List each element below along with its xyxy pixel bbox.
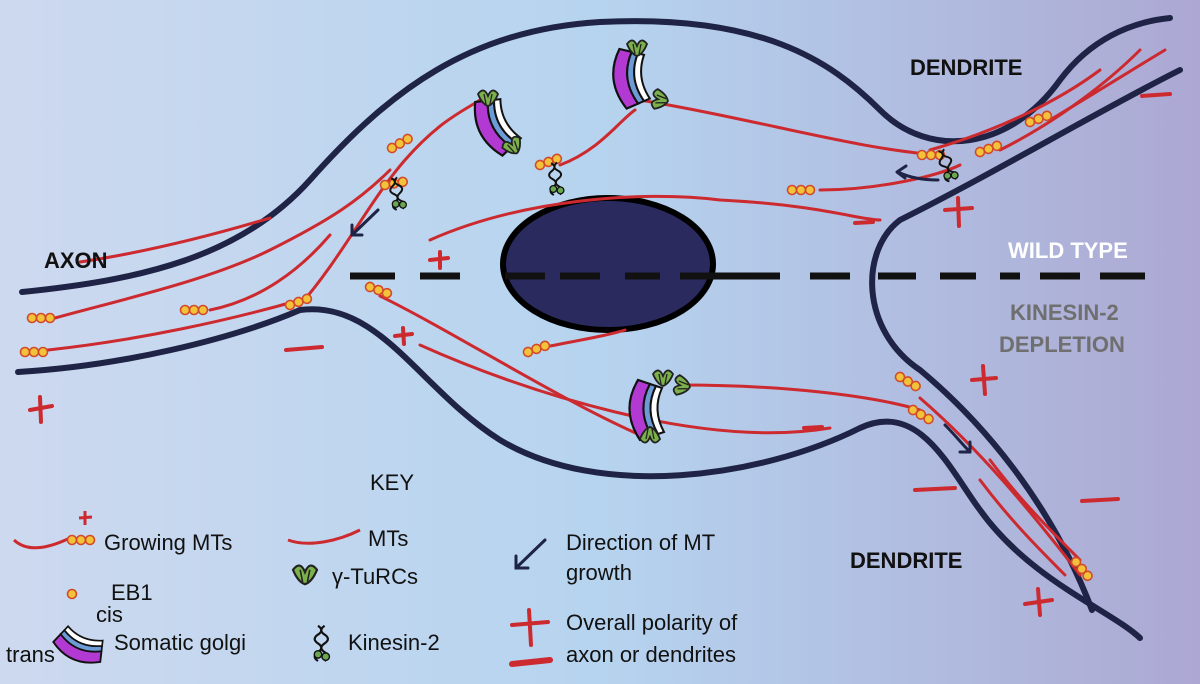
key-somatic-golgi: Somatic golgi xyxy=(114,630,246,655)
growing-mt-eb1-icon xyxy=(66,534,96,546)
key-polarity-2: axon or dendrites xyxy=(566,642,736,667)
minus-polarity-icon xyxy=(509,657,553,667)
dendrite-top-label: DENDRITE xyxy=(910,55,1022,80)
key-mts: MTs xyxy=(368,526,408,551)
eb1-icon xyxy=(66,588,78,600)
wild-type-label: WILD TYPE xyxy=(1008,238,1128,263)
key-polarity-1: Overall polarity of xyxy=(566,610,738,635)
axon-label: AXON xyxy=(44,248,108,273)
kinesin-depletion-label-2: DEPLETION xyxy=(999,332,1125,357)
direction-arrows xyxy=(350,164,972,454)
plus-polarity-icon xyxy=(510,608,550,647)
key-growing-mts: Growing MTs xyxy=(104,530,232,555)
key-cis: cis xyxy=(96,602,123,627)
key-trans: trans xyxy=(6,642,55,667)
mt-icon xyxy=(287,528,361,545)
direction-arrow-icon xyxy=(514,538,547,570)
key-direction-2: growth xyxy=(566,560,632,585)
growing-mt-plus-icon xyxy=(78,511,93,525)
growing-mt-icon xyxy=(12,536,71,550)
key-eb1: EB1 xyxy=(111,580,153,605)
key-gamma-turcs: γ-TuRCs xyxy=(332,564,418,589)
dendrite-bottom-label: DENDRITE xyxy=(850,548,962,573)
polarity-marks xyxy=(28,92,1172,617)
key-kinesin2: Kinesin-2 xyxy=(348,630,440,655)
key: KEY Growing MTs MTs Direction of MT grow… xyxy=(6,470,738,671)
kinesin-depletion-label-1: KINESIN-2 xyxy=(1010,300,1119,325)
key-title: KEY xyxy=(370,470,414,495)
cell-membrane xyxy=(15,15,1183,641)
nucleus xyxy=(500,195,716,333)
microtubules xyxy=(46,48,1167,577)
key-direction-1: Direction of MT xyxy=(566,530,715,555)
